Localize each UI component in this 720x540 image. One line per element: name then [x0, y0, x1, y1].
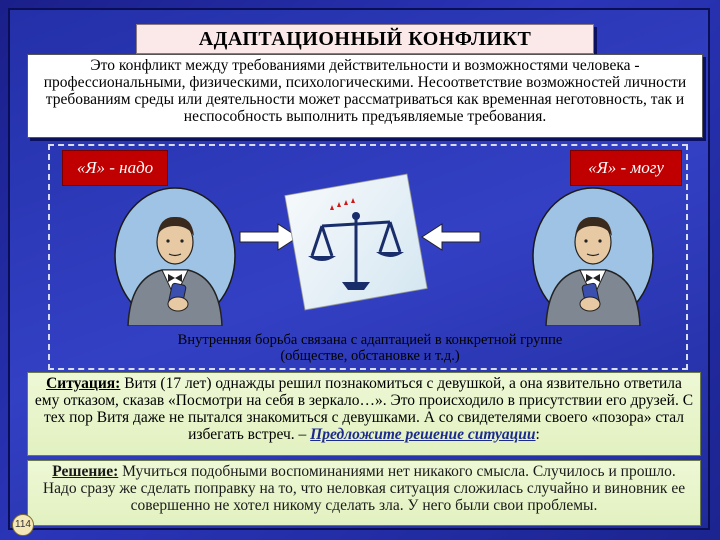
arrow-right-icon — [239, 223, 299, 251]
bubble-can: «Я» - могу — [570, 150, 682, 186]
page-number-badge: 114 — [12, 514, 34, 536]
solution-text: Мучиться подобными воспоминаниями нет ни… — [42, 463, 686, 514]
conflict-scene — [48, 144, 688, 370]
solution-label: Решение: — [52, 463, 119, 480]
task-end: : — [535, 426, 540, 443]
man-right-illustration — [532, 187, 654, 326]
solution-box: Решение: Мучиться подобными воспоминания… — [27, 460, 701, 526]
bubble-need: «Я» - надо — [62, 150, 168, 186]
definition-box: Это конфликт между требованиями действит… — [27, 54, 703, 138]
arrow-left-icon — [421, 223, 481, 251]
situation-text: Витя (17 лет) однажды решил познакомитьс… — [34, 375, 694, 443]
scene-caption: Внутренняя борьба связана с адаптацией в… — [177, 332, 563, 364]
man-left-illustration — [114, 187, 236, 326]
slide-title: АДАПТАЦИОННЫЙ КОНФЛИКТ — [136, 24, 594, 54]
situation-label: Ситуация: — [46, 375, 121, 392]
task-prompt: Предложите решение ситуации — [310, 426, 536, 443]
situation-box: Ситуация: Витя (17 лет) однажды решил по… — [27, 372, 701, 456]
scales-of-justice-picture — [284, 173, 428, 311]
